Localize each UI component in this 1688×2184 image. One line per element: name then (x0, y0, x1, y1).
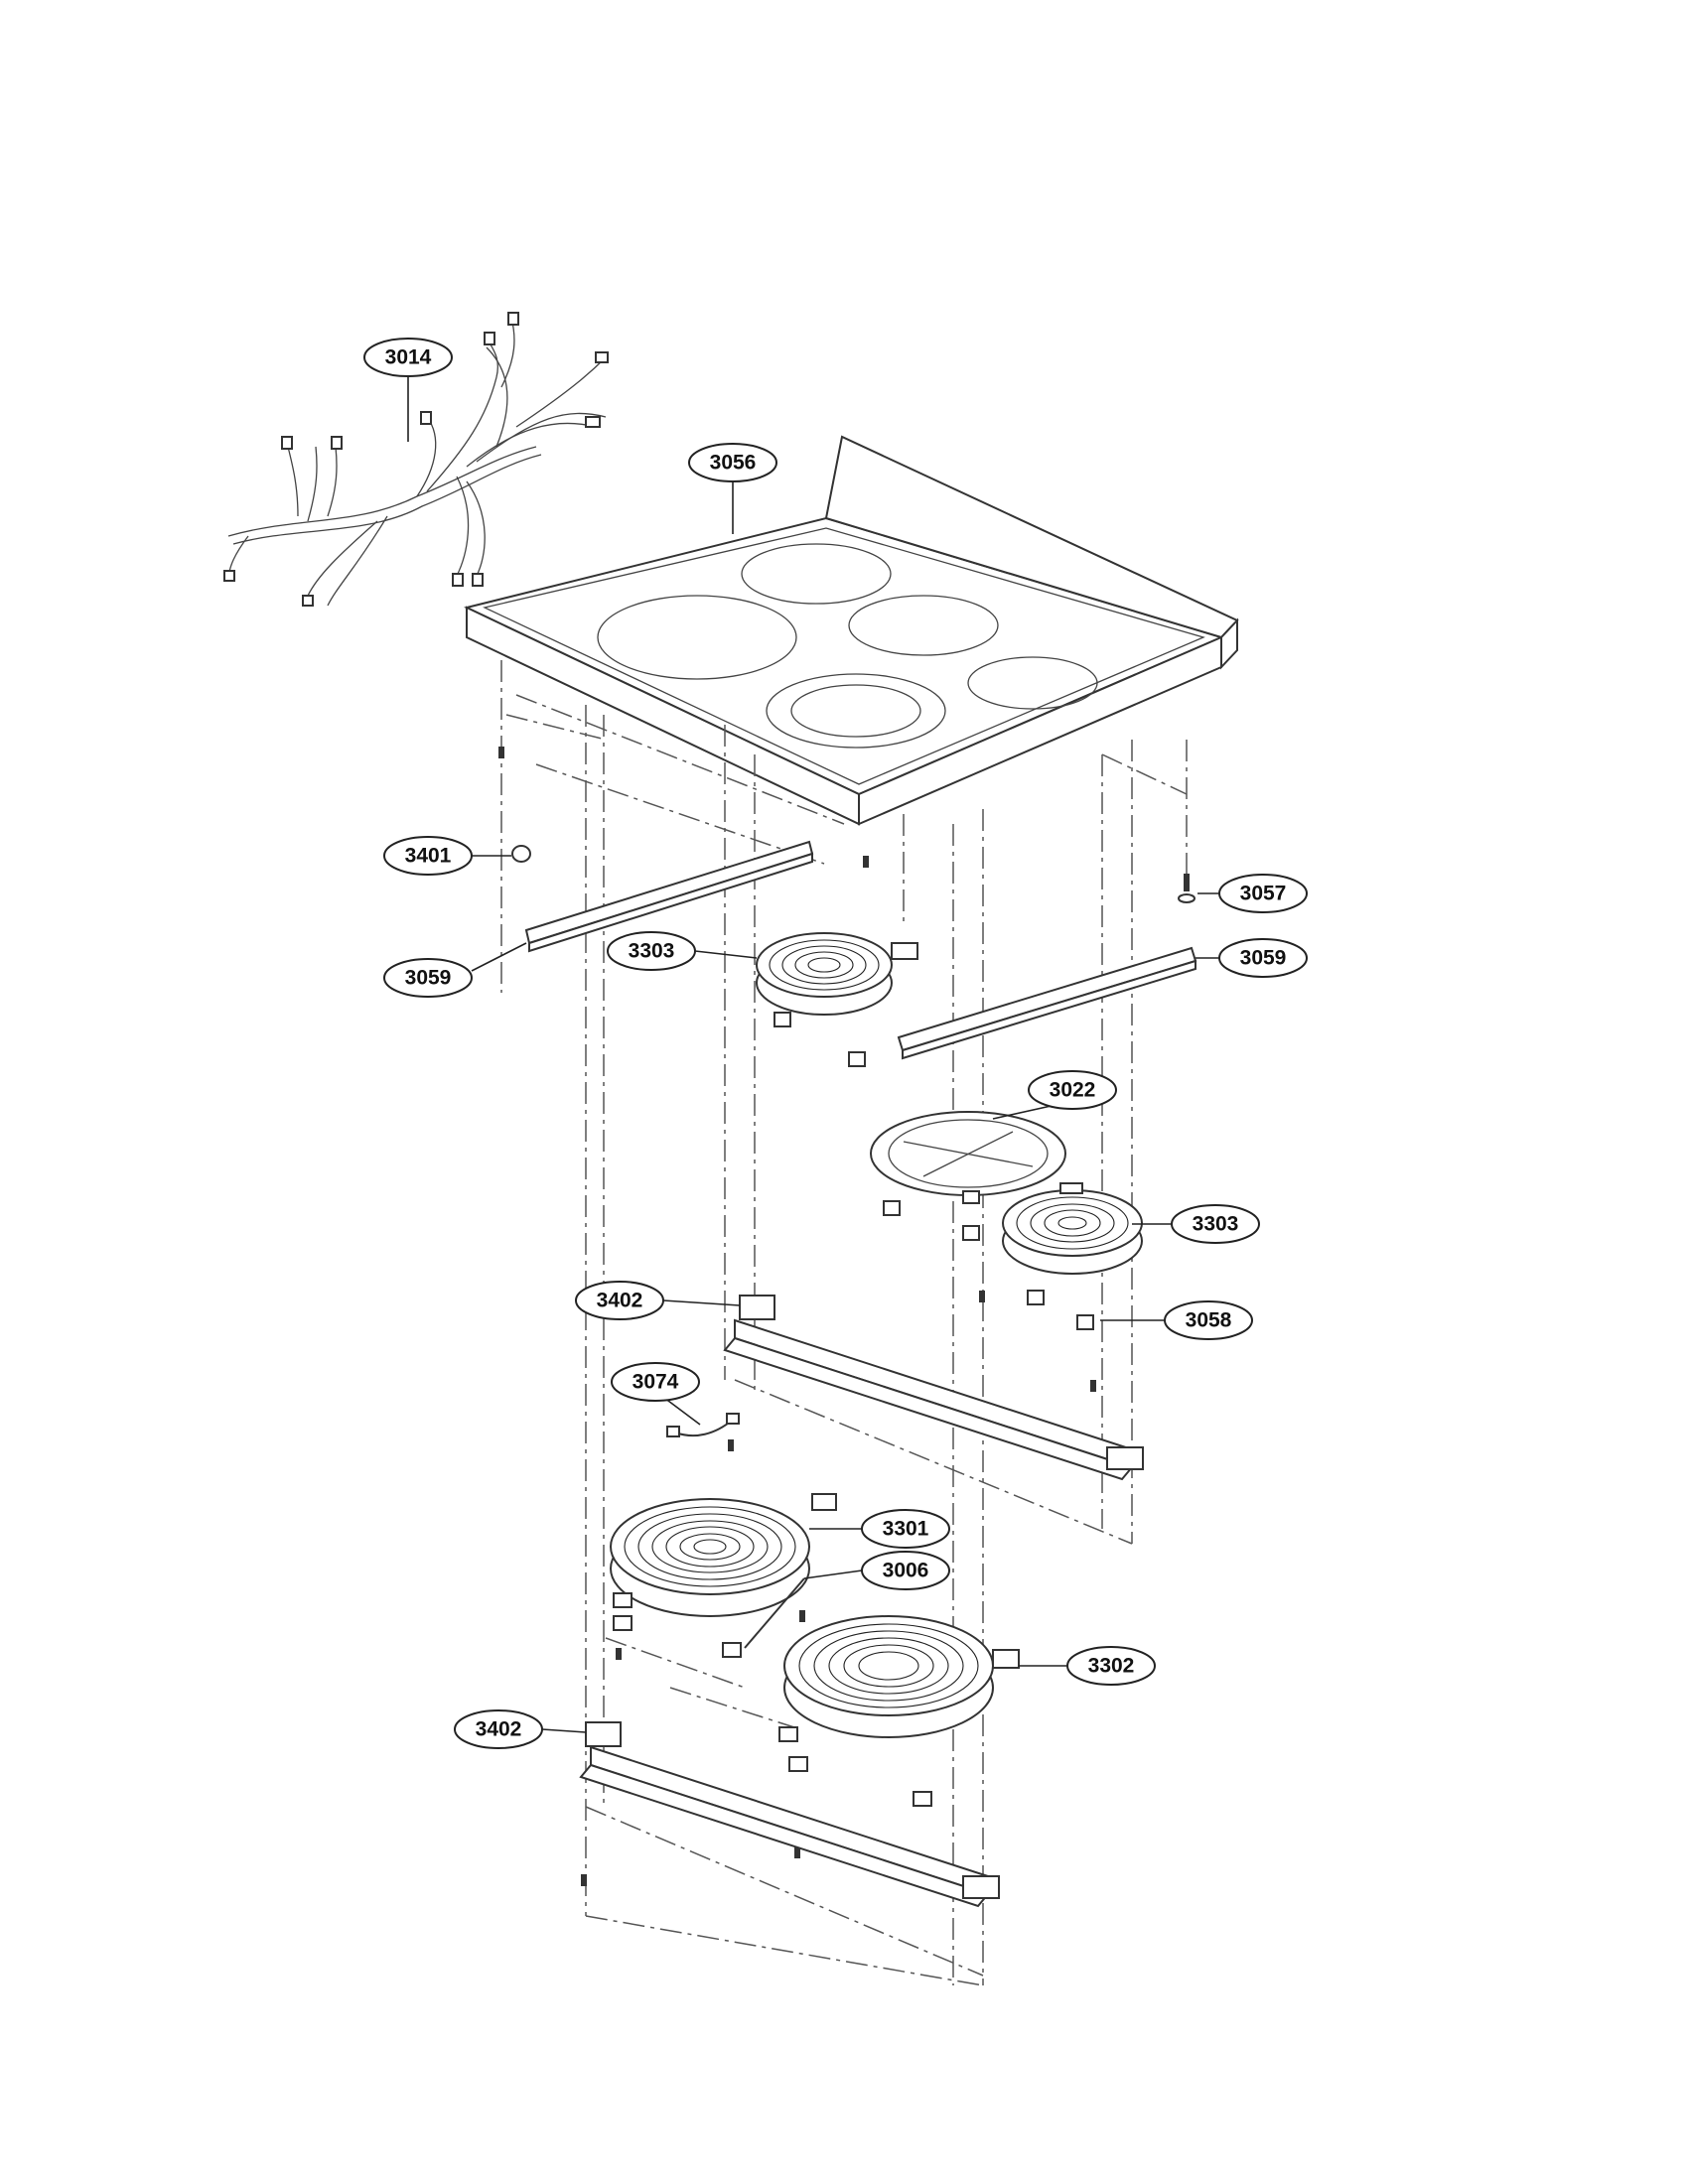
callout-3302: 3302 (1066, 1646, 1156, 1686)
trim-strip-left (524, 840, 814, 953)
callout-3014: 3014 (363, 338, 453, 377)
callout-3302-label: 3302 (1088, 1655, 1135, 1678)
callout-3402-lower-label: 3402 (476, 1718, 522, 1741)
callout-3056: 3056 (688, 443, 777, 482)
callout-3301: 3301 (861, 1509, 950, 1549)
callout-3022-label: 3022 (1050, 1079, 1096, 1102)
callout-3057: 3057 (1218, 874, 1308, 913)
screws (498, 747, 1196, 1886)
callout-3074: 3074 (611, 1362, 700, 1402)
cooktop-glass (464, 435, 1239, 826)
callout-3006-label: 3006 (883, 1560, 929, 1582)
callout-3059-left: 3059 (383, 958, 473, 998)
callout-3056-label: 3056 (710, 452, 757, 475)
callout-3402-lower: 3402 (454, 1709, 543, 1749)
callout-3074-label: 3074 (633, 1371, 679, 1394)
callout-3014-label: 3014 (385, 346, 432, 369)
callout-3303-right-label: 3303 (1193, 1213, 1239, 1236)
element-trim-ring (870, 1111, 1066, 1204)
callout-3022: 3022 (1028, 1070, 1117, 1110)
support-bracket-lower (579, 1721, 1000, 1908)
callout-3057-label: 3057 (1240, 883, 1287, 905)
callout-3401-label: 3401 (405, 845, 452, 868)
radiant-element-upper (756, 932, 918, 1067)
callout-3303-upper-label: 3303 (629, 940, 675, 963)
callout-3303-upper: 3303 (607, 931, 696, 971)
projection-lines (500, 660, 1188, 1986)
callout-3301-label: 3301 (883, 1518, 929, 1541)
radiant-element-large (610, 1493, 837, 1658)
jumper-wire (744, 1577, 805, 1649)
callout-3402-upper-label: 3402 (597, 1290, 643, 1312)
wire-harness (223, 312, 609, 607)
callout-3058: 3058 (1164, 1300, 1253, 1340)
callout-3059-left-label: 3059 (405, 967, 452, 990)
callout-3401: 3401 (383, 836, 473, 876)
support-bracket-upper (723, 1295, 1144, 1481)
callout-3059-right-label: 3059 (1240, 947, 1287, 970)
radiant-element-bottom (778, 1615, 1020, 1807)
radiant-element-right (883, 1182, 1143, 1330)
callout-3059-right: 3059 (1218, 938, 1308, 978)
callout-3303-right: 3303 (1171, 1204, 1260, 1244)
thermal-limiter (666, 1413, 740, 1437)
callout-3402-upper: 3402 (575, 1281, 664, 1320)
trim-strip-right (897, 946, 1197, 1060)
callout-3006: 3006 (861, 1551, 950, 1590)
callout-3058-label: 3058 (1186, 1309, 1232, 1332)
